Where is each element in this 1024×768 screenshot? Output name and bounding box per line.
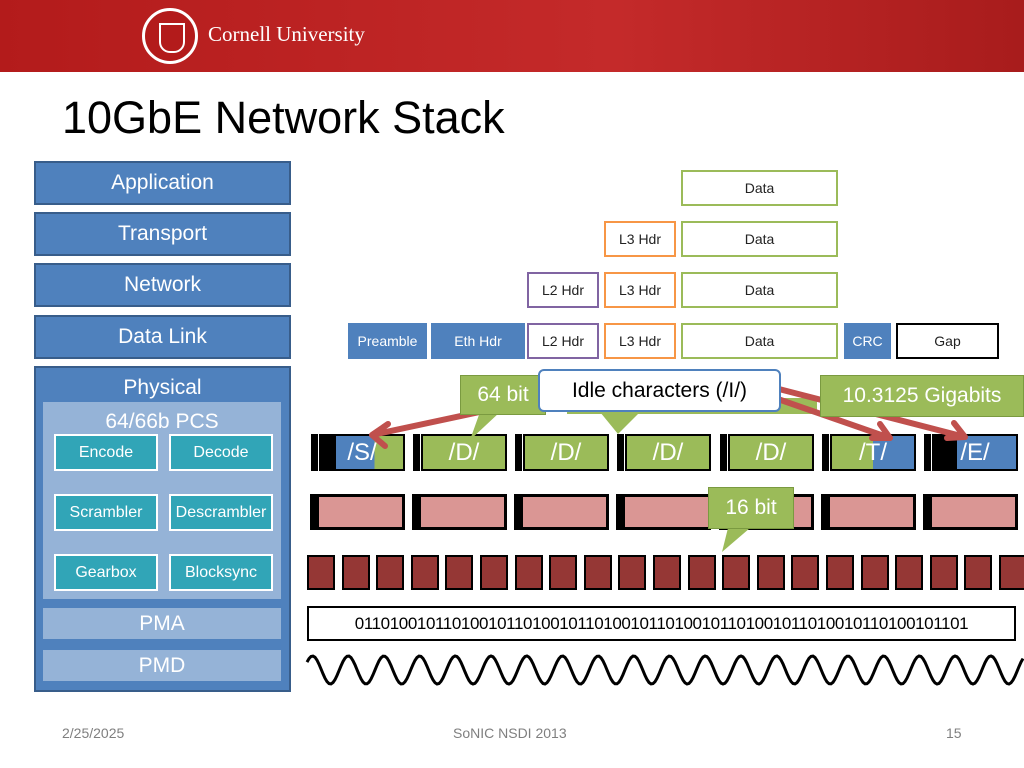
- l3-header-box: L3 Hdr: [604, 221, 676, 257]
- scrambled-block: [418, 494, 507, 530]
- block-d: /D/: [728, 434, 814, 471]
- footer-date: 2/25/2025: [62, 725, 125, 741]
- gearbox-16bit-chunk: [687, 555, 716, 590]
- arrow-to-terminate-icon: [772, 395, 893, 441]
- gearbox-16bit-chunk: [376, 555, 405, 590]
- university-name: Cornell University: [208, 22, 365, 46]
- l3-header-box: L3 Hdr: [604, 272, 676, 308]
- sync-header: [617, 434, 624, 471]
- gearbox-16bit-chunk: [964, 555, 993, 590]
- sync-header: [822, 434, 829, 471]
- encode-box: Encode: [54, 434, 158, 471]
- callout-pointer-64bit: [470, 412, 500, 440]
- layer-data-link: Data Link: [34, 315, 291, 359]
- cornell-seal-logo: [142, 8, 198, 64]
- gearbox-16bit-chunk: [514, 555, 543, 590]
- crc-box: CRC: [844, 323, 891, 359]
- physical-label: Physical: [123, 376, 202, 399]
- data-box: Data: [681, 221, 838, 257]
- gearbox-16bit-chunk: [445, 555, 474, 590]
- layer-transport: Transport: [34, 212, 291, 256]
- gearbox-16bit-chunk: [929, 555, 958, 590]
- scrambled-block: [827, 494, 916, 530]
- callout-10-gigabits: 10.3125 Gigabits: [820, 375, 1024, 417]
- gearbox-16bit-chunk: [341, 555, 370, 590]
- gearbox-16bit-chunk: [756, 555, 785, 590]
- block-t: /T/: [830, 434, 916, 471]
- block-d: /D/: [421, 434, 507, 471]
- pcs-label: 64/66b PCS: [105, 410, 219, 433]
- data-box: Data: [681, 323, 838, 359]
- pmd-box: PMD: [41, 648, 283, 683]
- callout-pointer-16bit: [722, 528, 750, 552]
- data-box: Data: [681, 170, 838, 206]
- block-s: /S/: [319, 434, 405, 471]
- footer-title: SoNIC NSDI 2013: [453, 725, 567, 741]
- l2-header-box: L2 Hdr: [527, 272, 599, 308]
- sync-header: [412, 494, 419, 530]
- gearbox-16bit-chunk: [410, 555, 439, 590]
- sync-header: [311, 434, 318, 471]
- gap-box: Gap: [896, 323, 999, 359]
- callout-idle-characters: Idle characters (/I/): [538, 369, 781, 412]
- gearbox-16bit-chunk: [895, 555, 924, 590]
- sync-header: [413, 434, 420, 471]
- gearbox-box: Gearbox: [54, 554, 158, 591]
- sync-header: [515, 434, 522, 471]
- scrambler-box: Scrambler: [54, 494, 158, 531]
- block-d: /D/: [625, 434, 711, 471]
- gearbox-16bit-chunk: [826, 555, 854, 590]
- scrambled-block: [316, 494, 405, 530]
- preamble-box: Preamble: [348, 323, 427, 359]
- data-box: Data: [681, 272, 838, 308]
- slide-title: 10GbE Network Stack: [62, 92, 505, 143]
- signal-waveform: [305, 654, 1024, 686]
- gearbox-16bit-chunk: [549, 555, 578, 590]
- sync-header: [616, 494, 623, 530]
- gearbox-16bit-chunk: [722, 555, 751, 590]
- sync-header: [720, 434, 727, 471]
- l3-header-box: L3 Hdr: [604, 323, 676, 359]
- scrambled-block: [520, 494, 609, 530]
- scrambled-block: [929, 494, 1018, 530]
- bitstream-box: 0110100101101001011010010110100101101001…: [307, 606, 1016, 641]
- eth-header-box: Eth Hdr: [431, 323, 525, 359]
- slide-number: 15: [946, 725, 962, 741]
- gearbox-16bit-chunk: [860, 555, 889, 590]
- gearbox-16bit-chunk: [307, 555, 335, 590]
- gearbox-16bit-chunk: [653, 555, 681, 590]
- gearbox-16bit-chunk: [791, 555, 820, 590]
- layer-application: Application: [34, 161, 291, 205]
- blocksync-box: Blocksync: [169, 554, 273, 591]
- block-d: /D/: [523, 434, 609, 471]
- gearbox-16bit-chunk: [583, 555, 612, 590]
- sync-header: [821, 494, 828, 530]
- gearbox-16bit-chunk: [480, 555, 508, 590]
- callout-64-bit: 64 bit: [460, 375, 546, 415]
- sync-header: [514, 494, 521, 530]
- gearbox-16bit-chunk: [999, 555, 1024, 590]
- sync-header: [924, 434, 931, 471]
- layer-network: Network: [34, 263, 291, 307]
- descrambler-box: Descrambler: [169, 494, 273, 531]
- l2-header-box: L2 Hdr: [527, 323, 599, 359]
- gearbox-16bit-chunk: [618, 555, 647, 590]
- callout-16-bit: 16 bit: [708, 487, 794, 529]
- sync-header: [923, 494, 930, 530]
- callout-pointer-idle: [600, 412, 640, 434]
- sync-header: [310, 494, 317, 530]
- decode-box: Decode: [169, 434, 273, 471]
- pma-box: PMA: [41, 606, 283, 641]
